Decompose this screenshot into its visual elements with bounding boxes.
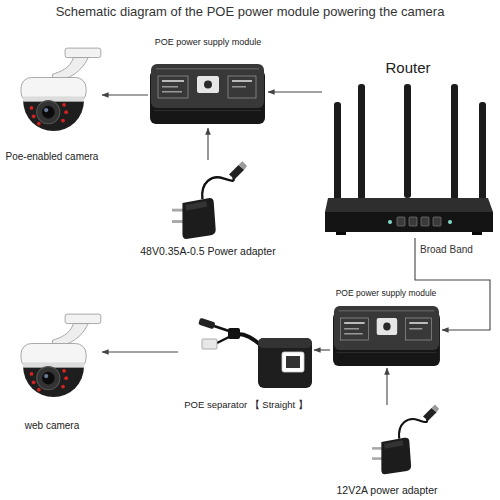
router-led bbox=[388, 220, 392, 224]
node-label: web camera bbox=[25, 419, 79, 433]
router-front bbox=[325, 212, 493, 232]
poe-camera: Poe-enabled camera bbox=[2, 45, 102, 163]
node-label: POE separator 【 Straight 】 bbox=[184, 399, 308, 412]
router-port bbox=[397, 217, 405, 226]
router-drawing bbox=[325, 84, 493, 235]
cable-splitter bbox=[228, 328, 240, 339]
node-label: 12V2A power adapter bbox=[337, 483, 438, 497]
router-foot bbox=[336, 232, 346, 235]
connector-arrow bbox=[102, 351, 178, 352]
node-label: 48V0.35A-0.5 Power adapter bbox=[140, 244, 275, 258]
web-camera-drawing bbox=[21, 314, 101, 397]
separator-top bbox=[258, 338, 312, 348]
poe-module: POE power supply module bbox=[148, 36, 268, 128]
poe-module: POE power supply module bbox=[330, 288, 442, 368]
router-led bbox=[448, 220, 452, 224]
router-top bbox=[325, 198, 493, 212]
router-antenna bbox=[479, 102, 486, 205]
router-foot bbox=[472, 232, 482, 235]
connector-arrow bbox=[102, 94, 148, 95]
rj45-port-hole bbox=[286, 356, 300, 368]
node-label: POE power supply module bbox=[155, 36, 262, 48]
router-antenna bbox=[334, 102, 341, 205]
router-port bbox=[421, 217, 429, 226]
router: Router bbox=[322, 58, 494, 238]
router-antenna bbox=[404, 84, 411, 198]
poe-camera-drawing bbox=[21, 48, 101, 131]
power-adapter: 48V0.35A-0.5 Power adapter bbox=[108, 160, 308, 258]
connector-arrow bbox=[415, 238, 490, 330]
connector-arrow bbox=[207, 128, 208, 160]
router-port bbox=[433, 217, 441, 226]
router-antenna bbox=[358, 84, 365, 200]
poe-module-drawing bbox=[333, 306, 440, 366]
poe-separator-drawing bbox=[198, 318, 312, 388]
connector-arrow bbox=[268, 91, 322, 92]
connector-arrow bbox=[314, 349, 330, 350]
node-label: POE power supply module bbox=[336, 288, 437, 300]
diagram-title: Schematic diagram of the POE power modul… bbox=[0, 5, 500, 20]
connector-arrow bbox=[386, 368, 387, 405]
rj45-port bbox=[282, 352, 304, 372]
router-antenna bbox=[451, 84, 458, 200]
router-port bbox=[409, 217, 417, 226]
poe-separator: POE separator 【 Straight 】 bbox=[178, 318, 314, 412]
web-camera: web camera bbox=[2, 310, 102, 432]
power-adapter-drawing bbox=[172, 161, 247, 239]
dc-lead bbox=[214, 326, 229, 331]
lan-lead bbox=[217, 337, 229, 343]
power-adapter: 12V2A power adapter bbox=[312, 405, 462, 497]
rj45-plug bbox=[202, 339, 217, 349]
dc-plug bbox=[198, 318, 215, 330]
node-label: Poe-enabled camera bbox=[6, 150, 99, 164]
power-adapter-drawing bbox=[372, 405, 439, 475]
node-label: Router bbox=[385, 58, 430, 77]
poe-module-drawing bbox=[150, 64, 265, 124]
separator-body bbox=[258, 338, 312, 388]
note-label: Broad Band bbox=[420, 244, 473, 256]
